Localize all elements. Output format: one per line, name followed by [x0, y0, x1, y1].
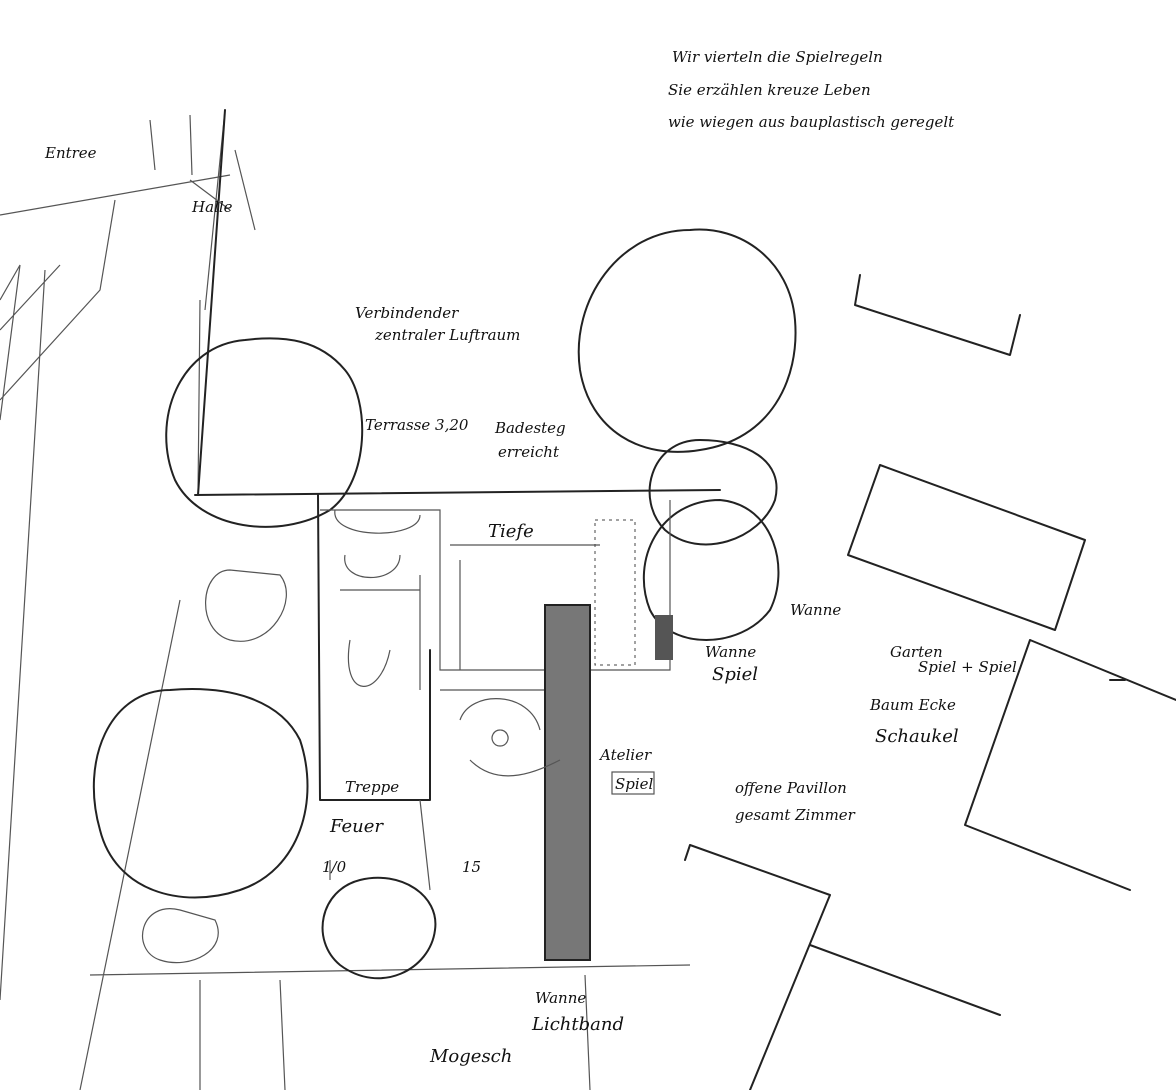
note-line-1: Wir vierteln die Spielregeln — [672, 48, 883, 66]
label-badesteg-1: Badesteg — [494, 419, 566, 437]
handwritten-note: Wir vierteln die Spielregeln Sie erzähle… — [668, 48, 955, 131]
label-schaukel: Schaukel — [875, 726, 959, 747]
label-pavillon-1: offene Pavillon — [735, 779, 847, 797]
spiel-block — [655, 615, 673, 660]
label-wanne-spiel-2: Spiel — [712, 664, 758, 685]
label-pavillon-2: gesamt Zimmer — [735, 806, 856, 824]
label-luftraum-2: zentraler Luftraum — [374, 326, 520, 344]
label-lichtband-1: Wanne — [535, 989, 586, 1007]
label-terrasse: Terrasse 3,20 — [365, 416, 469, 434]
floor-plan — [317, 494, 673, 961]
label-spiel-box: Spiel — [615, 775, 654, 793]
trees — [92, 228, 797, 980]
label-treppe: Treppe — [345, 778, 399, 796]
label-wanne-spiel-1: Wanne — [705, 643, 756, 661]
label-tiefe: Tiefe — [488, 521, 534, 542]
note-line-3: wie wiegen aus bauplastisch geregelt — [668, 113, 955, 131]
label-mogesch: Mogesch — [429, 1046, 512, 1067]
label-halle: Halle — [191, 198, 233, 216]
outer-buildings — [684, 274, 1176, 1090]
label-feuer: Feuer — [329, 816, 384, 837]
lichtband-strip — [544, 604, 591, 961]
site-lines — [0, 109, 721, 1090]
label-luftraum-1: Verbindender — [355, 304, 459, 322]
dotted-area — [594, 519, 636, 666]
label-garten-2: Spiel + Spiel — [918, 658, 1017, 676]
labels: Entree Halle Verbindender zentraler Luft… — [44, 144, 1017, 1067]
note-line-2: Sie erzählen kreuze Leben — [668, 81, 871, 99]
label-15: 15 — [462, 858, 481, 876]
label-atelier: Atelier — [598, 746, 652, 764]
label-entree: Entree — [44, 144, 97, 162]
label-lichtband-2: Lichtband — [531, 1014, 624, 1035]
label-baum-ecke: Baum Ecke — [869, 696, 956, 714]
label-wanne: Wanne — [790, 601, 841, 619]
spiel-box — [611, 771, 655, 795]
label-garten-1: Garten — [890, 643, 943, 661]
label-fraction: 1/0 — [322, 858, 347, 876]
label-badesteg-2: erreicht — [498, 443, 560, 461]
